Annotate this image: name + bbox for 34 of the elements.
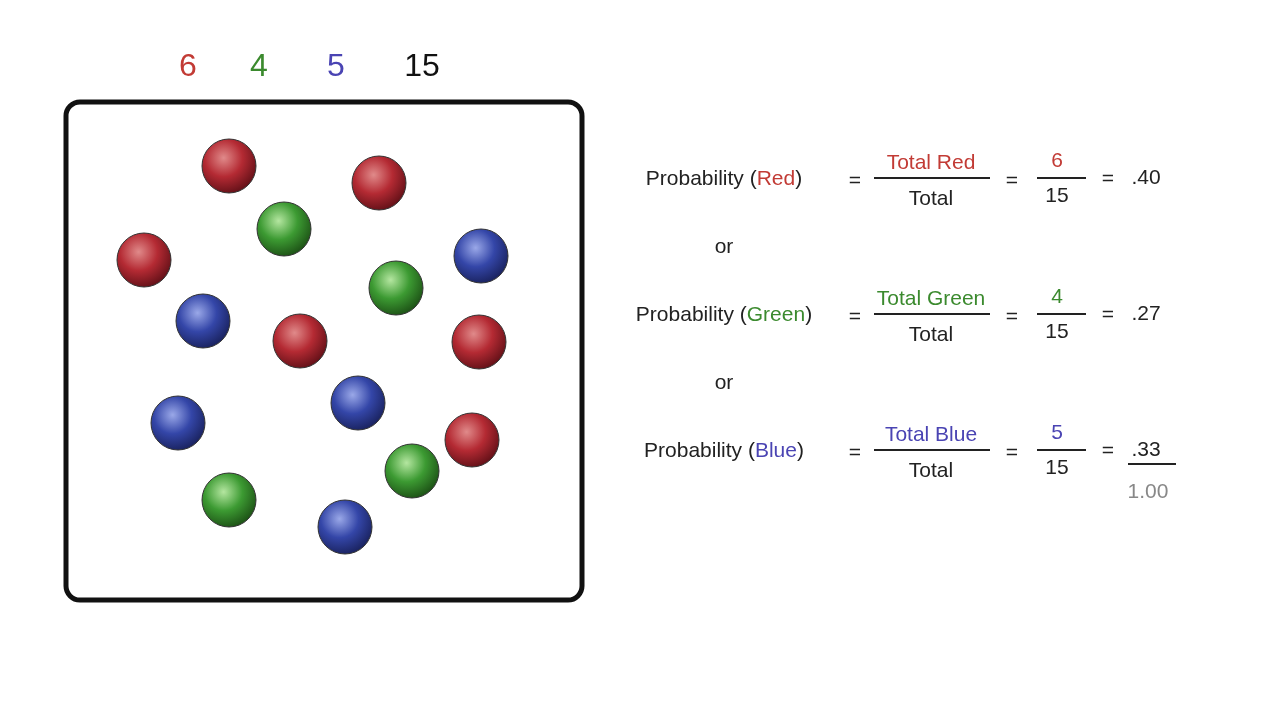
equals-sign: = xyxy=(1005,304,1019,328)
sum-value: 1.00 xyxy=(1127,479,1169,503)
count-label: 6 xyxy=(179,48,197,84)
probability-value: .33 xyxy=(1131,437,1161,461)
probability-value: .40 xyxy=(1131,165,1161,189)
count-label: 15 xyxy=(404,48,440,84)
equals-sign: = xyxy=(1005,168,1019,192)
fraction-denominator: Total xyxy=(908,322,954,346)
fraction-denominator: 15 xyxy=(1045,319,1069,343)
fraction-denominator: Total xyxy=(908,186,954,210)
probability-value: .27 xyxy=(1131,301,1161,325)
fraction-denominator: 15 xyxy=(1045,455,1069,479)
fraction-numerator: 4 xyxy=(1051,284,1063,308)
fraction-denominator: 15 xyxy=(1045,183,1069,207)
equals-sign: = xyxy=(848,440,862,464)
count-label: 5 xyxy=(327,48,345,84)
fraction-numerator: Total Blue xyxy=(884,422,978,446)
equals-sign: = xyxy=(1101,166,1115,190)
fraction-numerator: 6 xyxy=(1051,148,1063,172)
probability-label: Probability (Blue) xyxy=(644,438,804,462)
fraction-numerator: Total Red xyxy=(886,150,976,174)
probability-label: Probability (Red) xyxy=(645,166,803,190)
fraction-denominator: Total xyxy=(908,458,954,482)
fraction-numerator: Total Green xyxy=(876,286,986,310)
equals-sign: = xyxy=(1101,438,1115,462)
count-label: 4 xyxy=(250,48,268,84)
equals-sign: = xyxy=(1101,302,1115,326)
or-label: or xyxy=(714,234,734,258)
fraction-numerator: 5 xyxy=(1051,420,1063,444)
equals-sign: = xyxy=(848,304,862,328)
equals-sign: = xyxy=(1005,440,1019,464)
or-label: or xyxy=(714,370,734,394)
equals-sign: = xyxy=(848,168,862,192)
probability-label: Probability (Green) xyxy=(635,302,813,326)
